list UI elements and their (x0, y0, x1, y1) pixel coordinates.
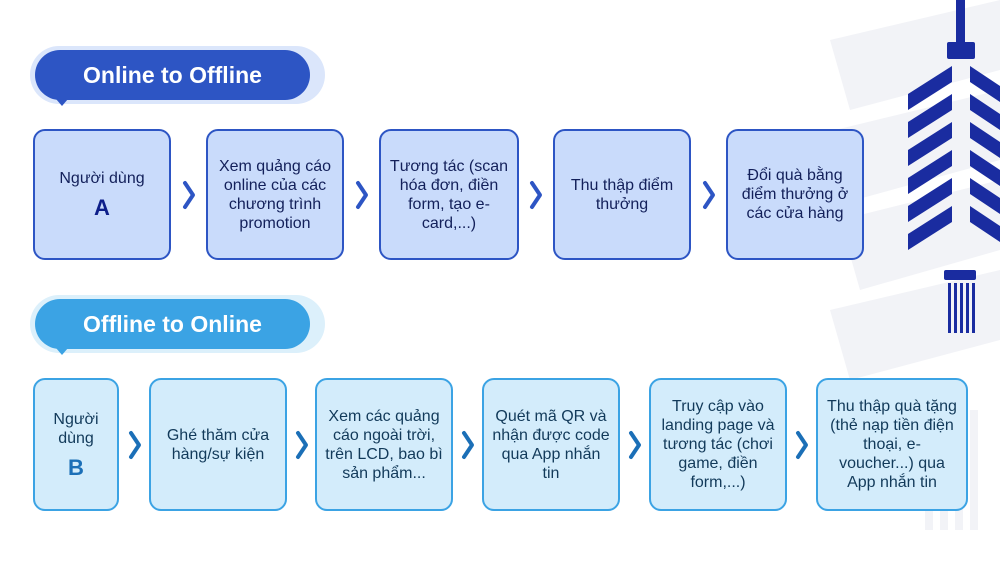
step-text: Quét mã QR và nhận được code qua App nhắ… (492, 407, 610, 482)
tower-ornament-icon (908, 0, 1000, 333)
step-text: Tương tác (scan hóa đơn, điền form, tạo … (389, 157, 509, 232)
flow-step: Ghé thăm cửa hàng/sự kiện (149, 378, 287, 511)
step-text: Ghé thăm cửa hàng/sự kiện (166, 426, 270, 463)
chevron-right-icon (356, 181, 368, 209)
flow-step: Truy cập vào landing page và tương tác (… (649, 378, 787, 511)
step-text: Người dùng (59, 170, 145, 187)
chevron-right-icon (296, 431, 308, 459)
chevron-right-icon (462, 431, 474, 459)
chevron-right-icon (183, 181, 195, 209)
step-text: Xem các quảng cáo ngoài trời, trên LCD, … (325, 407, 443, 482)
flow-step-user: Người dùng B (33, 378, 119, 511)
user-letter: A (94, 195, 110, 220)
user-letter: B (68, 454, 84, 480)
chevron-right-icon (796, 431, 808, 459)
step-text: Người dùng (53, 410, 99, 447)
flow-step: Quét mã QR và nhận được code qua App nhắ… (482, 378, 620, 511)
flow-step-user: Người dùng A (33, 129, 171, 260)
chevron-right-icon (129, 431, 141, 459)
flow-step: Tương tác (scan hóa đơn, điền form, tạo … (379, 129, 519, 260)
flow-step: Thu thập quà tặng (thẻ nạp tiền điện tho… (816, 378, 968, 511)
flow-step: Xem các quảng cáo ngoài trời, trên LCD, … (315, 378, 453, 511)
step-text: Xem quảng cáo online của các chương trìn… (218, 157, 332, 232)
step-text: Truy cập vào landing page và tương tác (… (661, 398, 775, 491)
chevron-right-icon (629, 431, 641, 459)
flow-step: Thu thập điểm thưởng (553, 129, 691, 260)
chevron-right-icon (703, 181, 715, 209)
flow-title: Online to Offline (35, 50, 310, 100)
chevron-right-icon (530, 181, 542, 209)
flow-step: Đổi quà bằng điểm thưởng ở các cửa hàng (726, 129, 864, 260)
step-text: Đổi quà bằng điểm thưởng ở các cửa hàng (741, 167, 849, 222)
flow-step: Xem quảng cáo online của các chương trìn… (206, 129, 344, 260)
flow-title: Offline to Online (35, 299, 310, 349)
step-text: Thu thập quà tặng (thẻ nạp tiền điện tho… (827, 398, 957, 491)
step-text: Thu thập điểm thưởng (570, 176, 674, 213)
